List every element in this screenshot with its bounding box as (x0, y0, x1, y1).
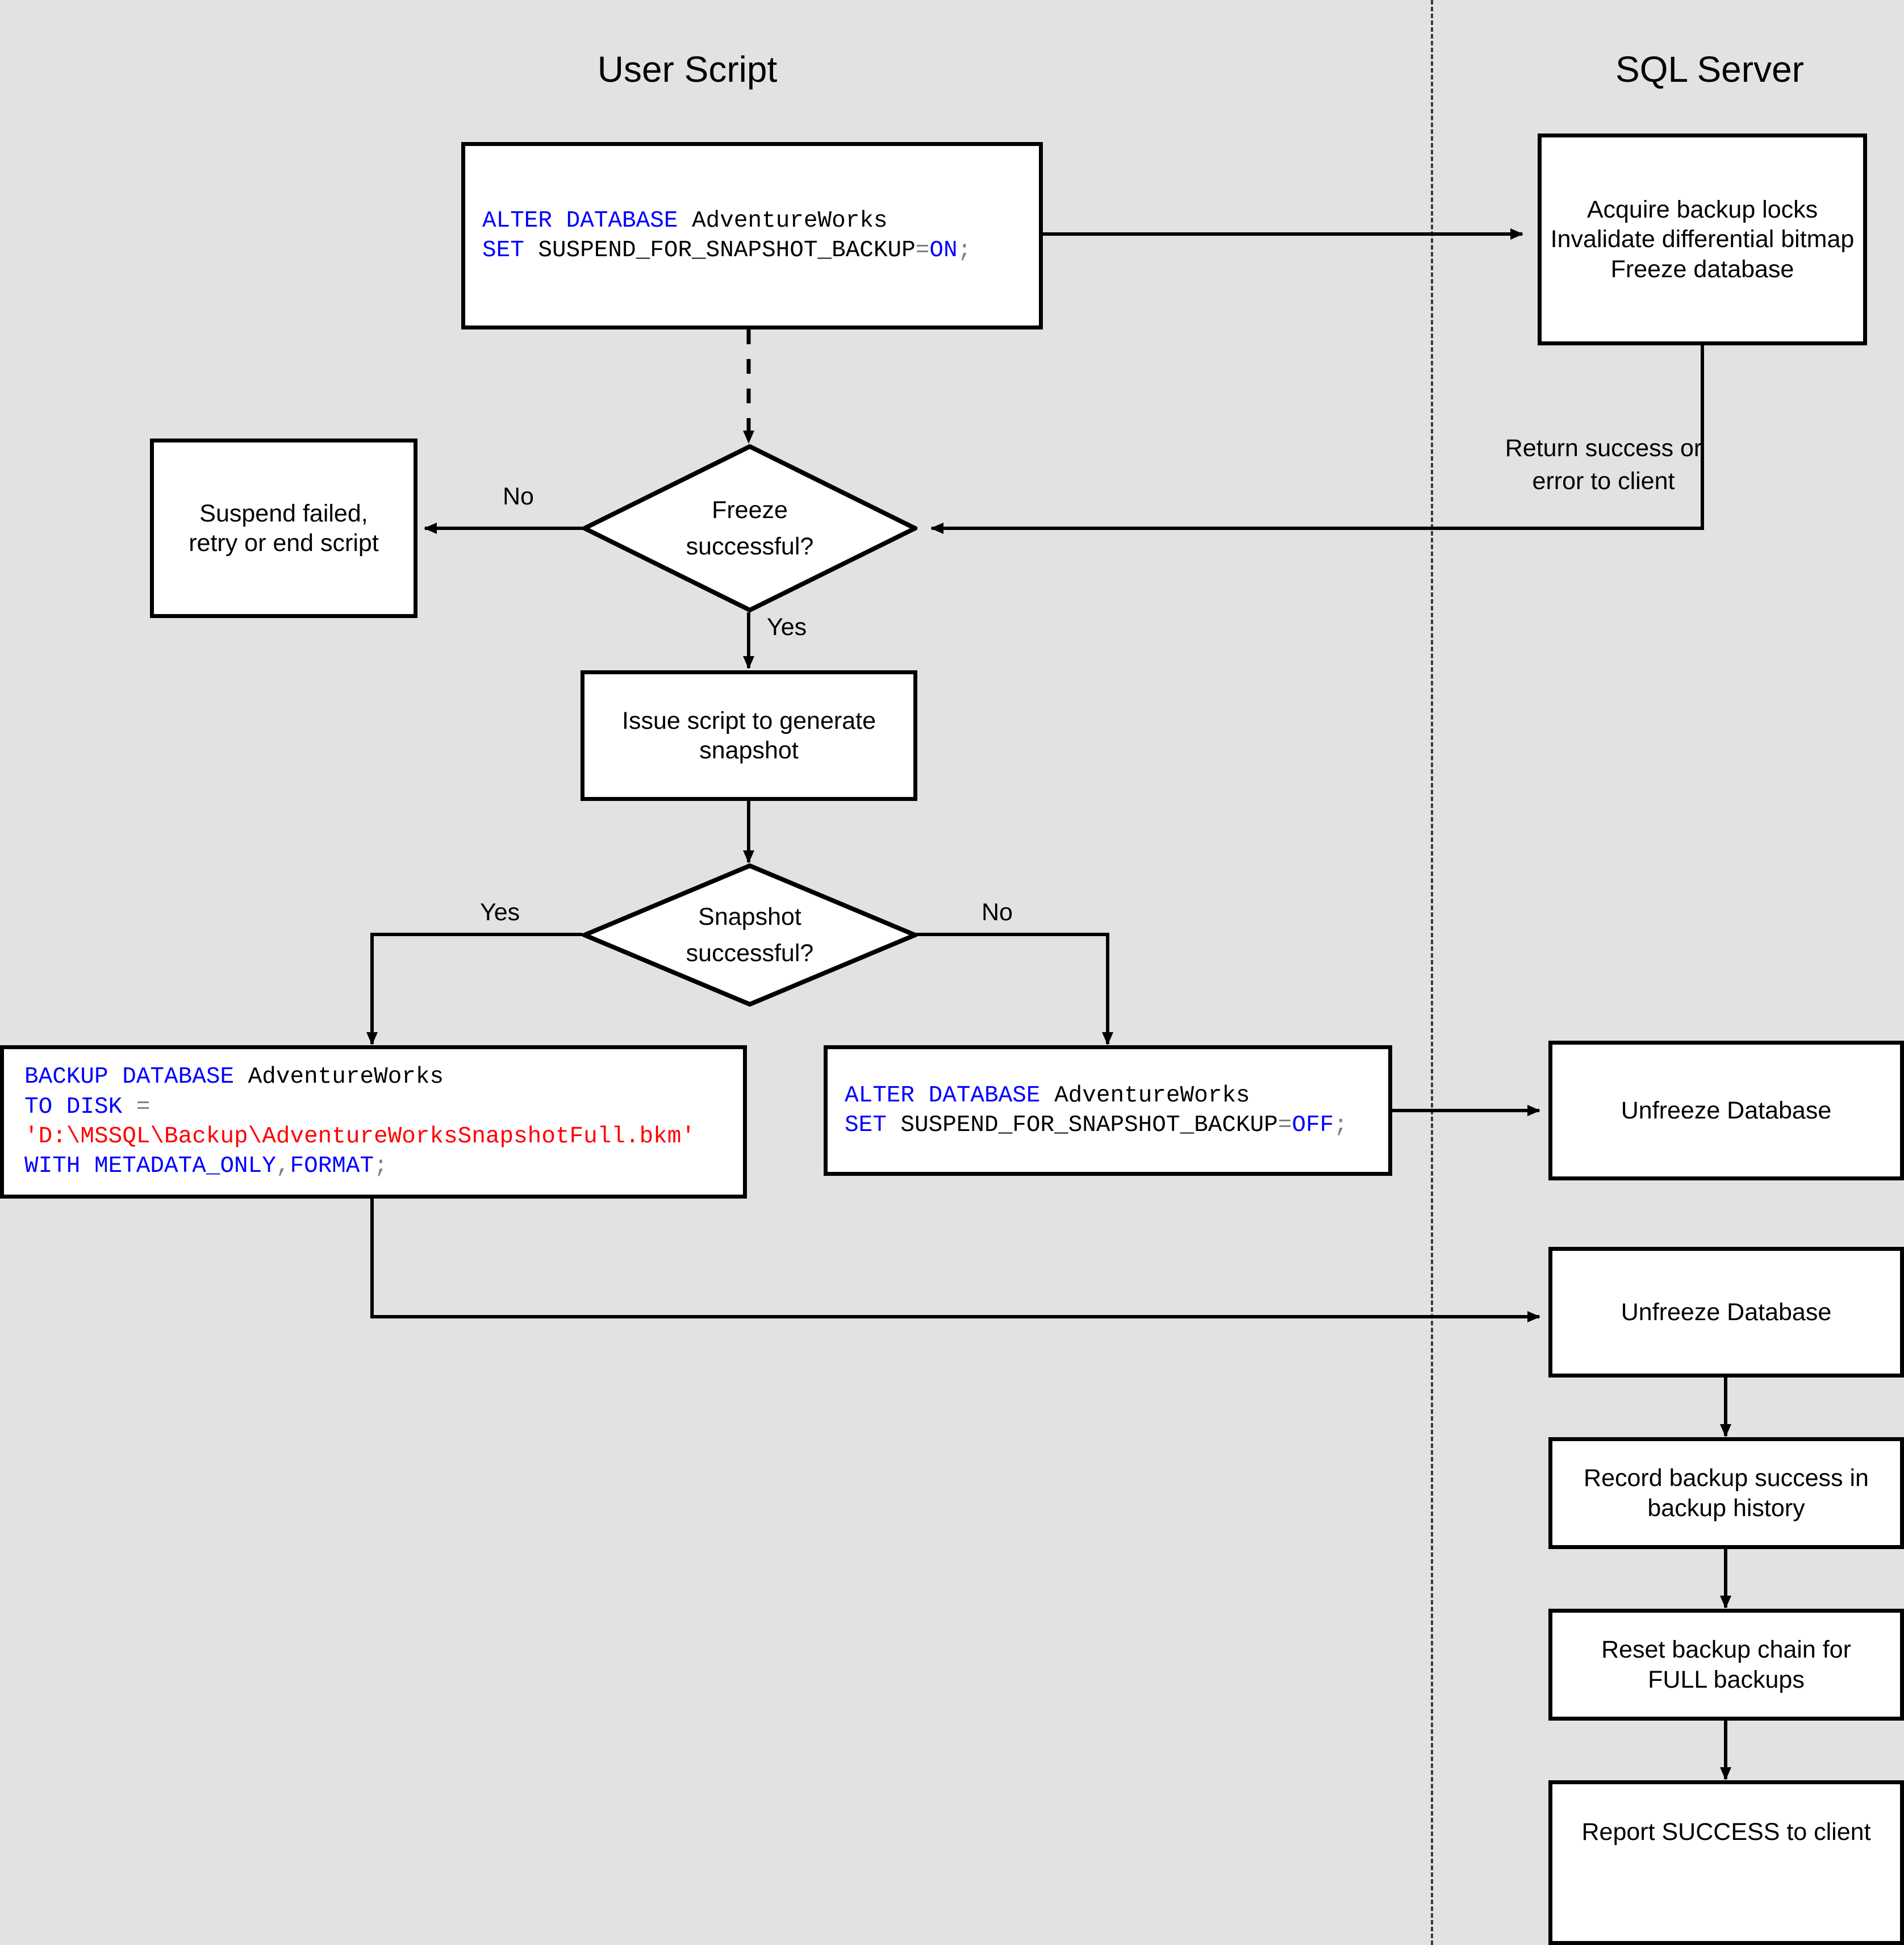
process-label: Unfreeze Database (1621, 1298, 1832, 1326)
lane-title-user-script: User Script (597, 49, 778, 90)
process-label: Issue script to generate snapshot (622, 707, 876, 764)
code-text: BACKUP DATABASE AdventureWorks TO DISK =… (24, 1064, 695, 1180)
swimlane-divider (1431, 0, 1433, 1945)
code-text: ALTER DATABASE AdventureWorks SET SUSPEN… (482, 207, 972, 264)
process-label: Acquire backup locks Invalidate differen… (1550, 195, 1855, 283)
process-issue-script-generate-snapshot[interactable]: Issue script to generate snapshot (581, 670, 917, 801)
decision-snapshot-successful[interactable]: Snapshot successful? (582, 863, 917, 1007)
lane-title-sql-server: SQL Server (1615, 49, 1804, 90)
code-block-alter-suspend-off[interactable]: ALTER DATABASE AdventureWorks SET SUSPEN… (824, 1045, 1392, 1176)
process-label: Reset backup chain for FULL backups (1601, 1636, 1851, 1693)
process-record-backup-success[interactable]: Record backup success in backup history (1548, 1437, 1904, 1549)
process-acquire-backup-locks[interactable]: Acquire backup locks Invalidate differen… (1538, 133, 1867, 345)
process-label: Suspend failed, retry or end script (189, 499, 379, 557)
edge-label-freeze-yes: Yes (767, 613, 807, 641)
process-label: Record backup success in backup history (1584, 1464, 1869, 1522)
edge-label-freeze-no: No (503, 483, 534, 510)
process-reset-backup-chain[interactable]: Reset backup chain for FULL backups (1548, 1609, 1904, 1721)
process-report-success-to-client[interactable]: Report SUCCESS to client (1548, 1780, 1904, 1945)
code-block-backup-database[interactable]: BACKUP DATABASE AdventureWorks TO DISK =… (0, 1045, 747, 1199)
decision-freeze-successful[interactable]: Freeze successful? (582, 444, 917, 612)
code-text: ALTER DATABASE AdventureWorks SET SUSPEN… (845, 1082, 1348, 1138)
process-suspend-failed[interactable]: Suspend failed, retry or end script (150, 439, 417, 618)
edge-label-snapshot-yes: Yes (480, 899, 520, 926)
edge-label-return-status: Return success or error to client (1505, 435, 1702, 495)
process-unfreeze-database-1[interactable]: Unfreeze Database (1548, 1041, 1904, 1180)
process-unfreeze-database-2[interactable]: Unfreeze Database (1548, 1247, 1904, 1378)
process-label: Report SUCCESS to client (1581, 1818, 1871, 1846)
code-block-alter-suspend-on[interactable]: ALTER DATABASE AdventureWorks SET SUSPEN… (461, 142, 1043, 329)
process-label: Unfreeze Database (1621, 1096, 1832, 1124)
edge-label-snapshot-no: No (982, 899, 1013, 926)
